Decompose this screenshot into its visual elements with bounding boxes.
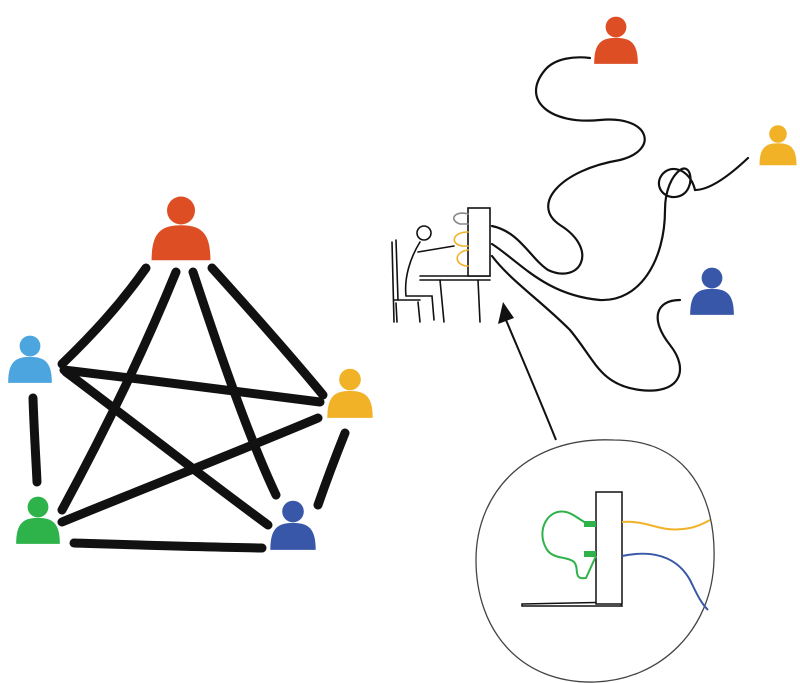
seated-person-icon xyxy=(404,225,455,321)
wire-to-orange xyxy=(490,56,646,275)
remote-person-icon-yellow xyxy=(759,125,797,166)
link-left-to-bottomright xyxy=(61,367,273,530)
person-icon-bottom-left xyxy=(16,496,60,544)
person-icon-left xyxy=(8,335,52,383)
desk-icon xyxy=(419,275,491,323)
chair-icon xyxy=(391,239,421,323)
link-bottomleft-to-bottomright xyxy=(69,538,267,553)
zoom-arrow xyxy=(498,302,557,441)
link-top-to-bottomright xyxy=(188,267,281,500)
link-left-to-right xyxy=(59,365,325,407)
wire-to-yellow xyxy=(490,156,750,302)
person-icon-right xyxy=(327,368,373,418)
zoomed-computer-icon xyxy=(595,491,623,605)
link-right-to-bottomright xyxy=(313,428,350,510)
desk-scene xyxy=(391,207,491,323)
remote-person-icon-orange xyxy=(594,16,638,64)
zoomed-blue-cable xyxy=(621,552,709,611)
link-right-to-bottomleft xyxy=(57,413,323,527)
mesh-network xyxy=(28,263,350,553)
link-top-to-right xyxy=(207,263,328,400)
zoomed-green-cable xyxy=(541,510,597,580)
zoomed-yellow-cable xyxy=(621,519,711,531)
link-left-to-bottomleft xyxy=(28,393,42,487)
person-icon-top xyxy=(151,196,211,261)
remote-person-icon-blue xyxy=(690,267,734,315)
computer-icon xyxy=(467,207,491,277)
link-top-to-bottomleft xyxy=(57,267,181,515)
person-icon-bottom-right xyxy=(270,500,316,550)
remote-wires xyxy=(490,56,750,392)
magnifier-circle xyxy=(475,439,715,683)
link-top-to-left xyxy=(57,263,151,369)
wire-to-blue xyxy=(490,254,682,392)
